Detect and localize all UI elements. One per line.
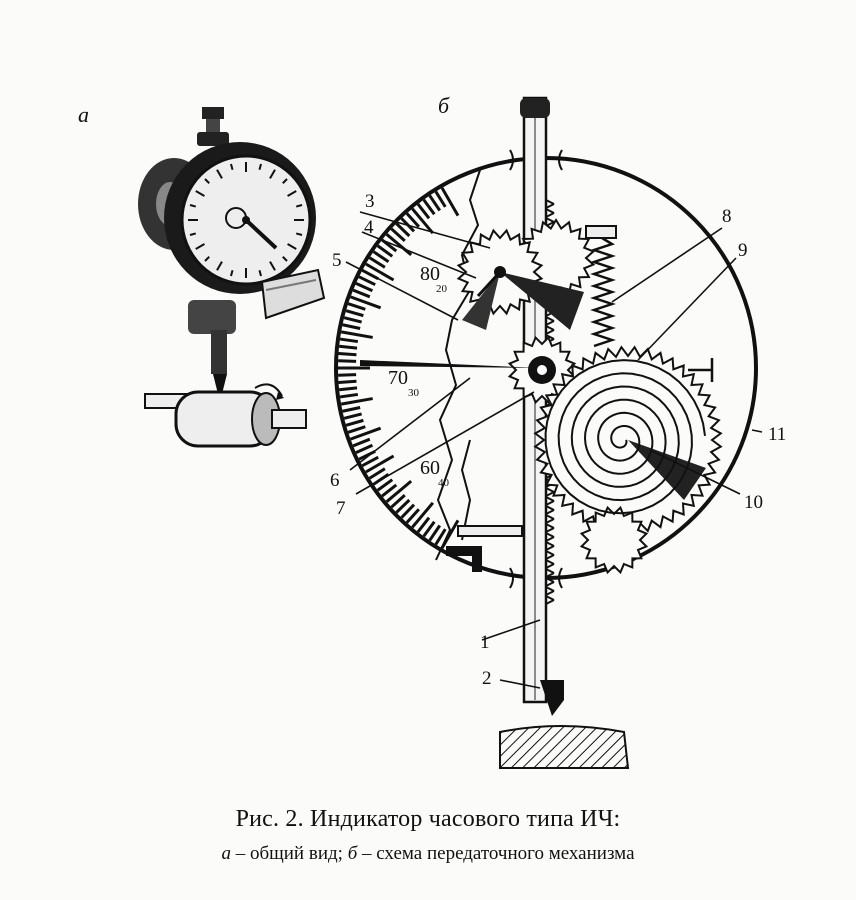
callout-leaders <box>345 211 763 689</box>
small-dial-scale <box>188 162 304 278</box>
callout-8: 8 <box>722 206 732 227</box>
callout-11: 11 <box>768 424 786 445</box>
dial-number-80: 80 <box>420 263 440 285</box>
dial-scale-ticks <box>338 187 460 549</box>
panel-label-b: б <box>438 93 450 118</box>
dial-subnumber-40: 40 <box>438 477 450 489</box>
return-spring <box>590 236 616 348</box>
general-view-illustration: а <box>78 102 326 448</box>
callout-9: 9 <box>738 240 748 261</box>
callout-2: 2 <box>482 668 492 689</box>
workpiece-section <box>499 725 630 769</box>
caption-letter-b: б <box>347 843 358 864</box>
callout-5: 5 <box>332 250 342 271</box>
main-pointer <box>360 360 540 368</box>
caption-letter-a: а <box>221 843 231 864</box>
callout-7: 7 <box>336 498 346 519</box>
caption-text-b: – схема передаточного механизма <box>357 843 635 864</box>
callout-4: 4 <box>364 217 374 238</box>
dial-number-60: 60 <box>420 457 440 479</box>
mechanism-scheme: б 80 20 70 30 60 40 <box>330 93 786 769</box>
cutaway-edge <box>435 169 481 561</box>
callout-1: 1 <box>480 632 490 653</box>
dial-number-70: 70 <box>388 367 408 389</box>
hairspring-spiral <box>544 359 706 515</box>
callout-6: 6 <box>330 470 340 491</box>
panel-label-a: а <box>78 102 89 127</box>
measuring-tip <box>540 680 564 716</box>
dial-subnumber-20: 20 <box>436 283 448 295</box>
caption-title: Рис. 2. Индикатор часового типа ИЧ: <box>235 806 621 832</box>
caption-text-a: – общий вид; <box>230 843 348 864</box>
callout-10: 10 <box>744 492 763 513</box>
figure-caption: Рис. 2. Индикатор часового типа ИЧ: а – … <box>0 806 856 865</box>
callout-3: 3 <box>365 191 375 212</box>
caption-subtitle: а – общий вид; б – схема передаточного м… <box>0 843 856 865</box>
dial-subnumber-30: 30 <box>408 387 420 399</box>
